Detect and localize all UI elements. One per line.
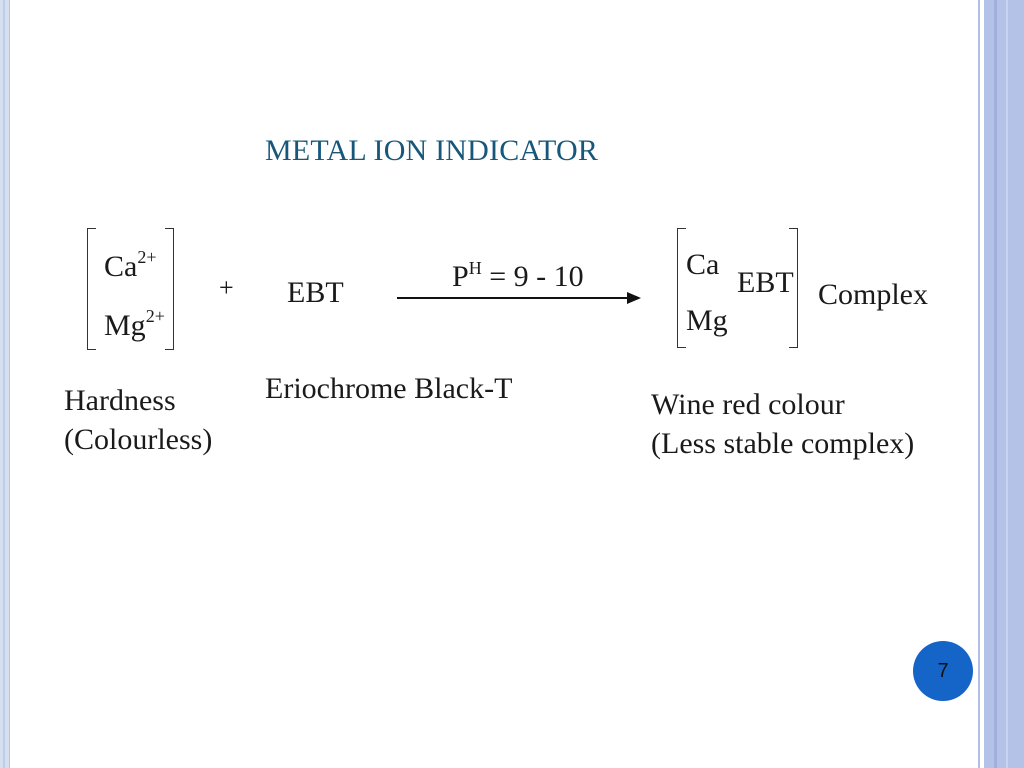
slide-right-border-line bbox=[978, 0, 980, 768]
product-complex-label: Complex bbox=[818, 278, 928, 311]
reactant-ion-calcium: Ca2+ bbox=[104, 247, 157, 283]
reaction-arrow-shaft bbox=[397, 297, 629, 299]
plus-sign: + bbox=[219, 273, 234, 302]
border-stripe bbox=[1006, 0, 1008, 768]
hardness-label: Hardness bbox=[64, 384, 176, 417]
reactant-ion-magnesium: Mg2+ bbox=[104, 306, 165, 342]
reaction-arrow-head bbox=[627, 292, 641, 304]
product-ebt: EBT bbox=[737, 266, 794, 299]
reactant-left-bracket bbox=[87, 228, 96, 350]
reaction-condition: PH = 9 - 10 bbox=[452, 258, 584, 293]
reactant-ebt: EBT bbox=[287, 276, 344, 309]
page-number: 7 bbox=[937, 659, 949, 682]
product-ion-magnesium: Mg bbox=[686, 304, 728, 337]
less-stable-label: (Less stable complex) bbox=[651, 427, 915, 460]
slide-right-border-band bbox=[984, 0, 1024, 768]
product-right-bracket bbox=[789, 228, 798, 348]
slide-left-border bbox=[0, 0, 10, 768]
product-ion-calcium: Ca bbox=[686, 248, 720, 281]
slide-title: METAL ION INDICATOR bbox=[265, 134, 599, 167]
eriochrome-label: Eriochrome Black-T bbox=[265, 372, 513, 405]
product-left-bracket bbox=[677, 228, 686, 348]
wine-red-label: Wine red colour bbox=[651, 388, 845, 421]
colourless-label: (Colourless) bbox=[64, 423, 213, 456]
reactant-right-bracket bbox=[165, 228, 174, 350]
border-stripe bbox=[994, 0, 997, 768]
page-number-badge: 7 bbox=[913, 641, 973, 701]
